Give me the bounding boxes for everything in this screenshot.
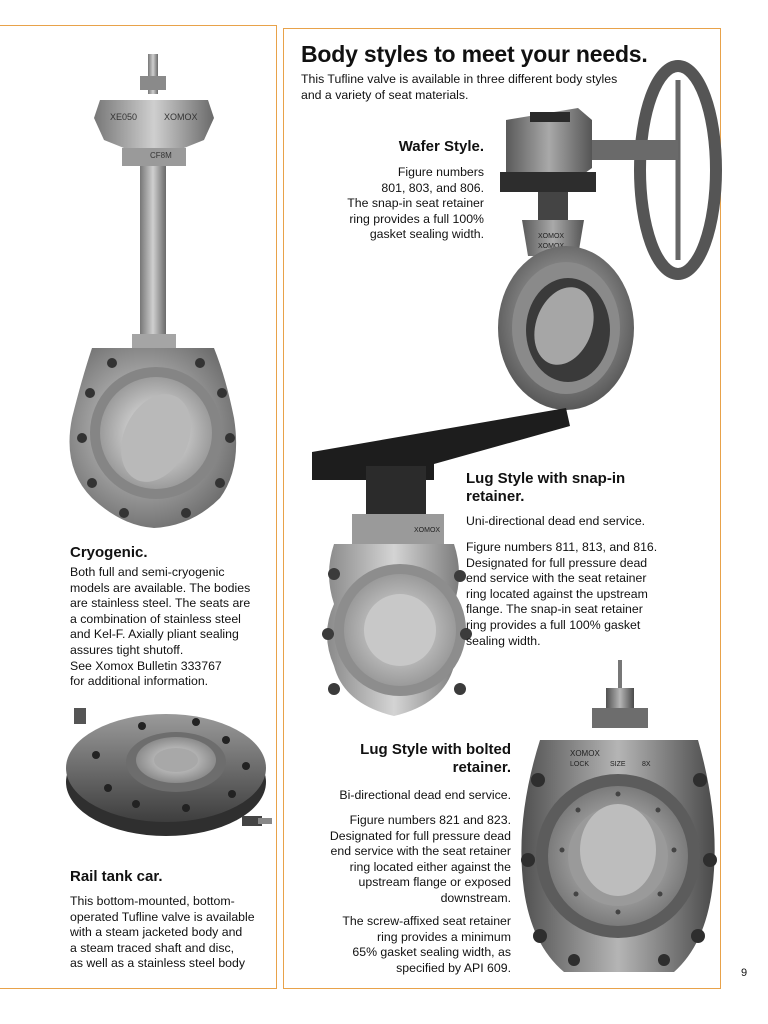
cryogenic-description: Both full and semi-cryogenic models are … <box>70 565 275 690</box>
cryogenic-line: are stainless steel. The seats are <box>70 596 251 611</box>
lug-bolted-line: ring provides a minimum <box>377 929 511 944</box>
cryogenic-title: Cryogenic. <box>70 544 148 561</box>
right-panel-border <box>283 28 721 989</box>
lug-bolted-line: 65% gasket sealing width, as <box>352 945 511 960</box>
left-panel-border <box>0 25 277 989</box>
cryogenic-line: models are available. The bodies <box>70 580 251 595</box>
lug-snap-in-description: Figure numbers 811, 813, and 816. Design… <box>466 540 716 649</box>
page-intro-line: and a variety of seat materials. <box>301 87 469 102</box>
lug-bolted-line: The screw-affixed seat retainer <box>342 914 511 928</box>
lug-snap-in-line: flange. The snap-in seat retainer <box>466 602 643 617</box>
lug-bolted-marking-4: 8X <box>642 761 651 768</box>
lug-snap-in-line: ring located against the upstream <box>466 586 648 601</box>
lug-snap-in-line: Designated for full pressure dead <box>466 555 648 570</box>
rail-tank-car-line: as well as a stainless steel body <box>70 956 245 971</box>
cryogenic-line: assures tight shutoff. <box>70 642 184 657</box>
rail-tank-car-line: with a steam jacketed body and <box>70 925 243 940</box>
lug-bolted-line: Figure numbers 821 and 823. <box>349 813 511 827</box>
lug-bolted-marking-2: LOCK <box>570 761 589 768</box>
lug-snap-marking: XOMOX <box>414 527 440 534</box>
rail-tank-car-description: This bottom-mounted, bottom- operated Tu… <box>70 894 275 972</box>
lug-bolted-title-line: Lug Style with bolted <box>360 741 511 758</box>
rail-tank-car-line: operated Tufline valve is available <box>70 909 255 924</box>
wafer-style-line: ring provides a full 100% <box>349 211 484 226</box>
lug-bolted-marking-3: SIZE <box>610 761 626 768</box>
lug-bolted-description-2: The screw-affixed seat retainer ring pro… <box>300 914 511 976</box>
wafer-style-title: Wafer Style. <box>398 138 484 155</box>
lug-bolted-title-line: retainer. <box>452 759 511 776</box>
lug-bolted-valve-photo: XOMOX LOCK SIZE 8X <box>514 660 722 984</box>
lug-bolted-line: specified by API 609. <box>396 960 511 975</box>
rail-tank-car-line: a steam traced shaft and disc, <box>70 940 235 955</box>
lug-snap-in-line: sealing width. <box>466 633 541 648</box>
lug-snap-in-title-line: retainer. <box>466 488 525 505</box>
lug-bolted-line: ring located either against the <box>349 859 511 874</box>
wafer-style-line: gasket sealing width. <box>369 227 484 242</box>
lug-bolted-marking-1: XOMOX <box>570 749 600 758</box>
cryogenic-marking-1: XE050 <box>110 112 137 122</box>
lug-snap-in-valve-photo: XOMOX <box>304 404 576 722</box>
lug-bolted-line: Designated for full pressure dead <box>329 828 511 843</box>
wafer-marking-1: XOMOX <box>538 233 564 240</box>
lug-snap-in-line: Figure numbers 811, 813, and 816. <box>466 540 658 554</box>
lug-bolted-title: Lug Style with bolted retainer. <box>300 741 511 777</box>
rail-tank-car-title: Rail tank car. <box>70 868 163 885</box>
lug-snap-in-line: ring provides a full 100% gasket <box>466 617 641 632</box>
lug-bolted-line: end service with the seat retainer <box>330 844 511 859</box>
cryogenic-marking-2: XOMOX <box>164 112 198 122</box>
rail-tank-car-valve-photo <box>56 700 274 846</box>
wafer-style-valve-photo: XOMOX XOMOX <box>494 60 722 414</box>
cryogenic-line: a combination of stainless steel <box>70 611 241 626</box>
wafer-style-description: Figure numbers 801, 803, and 806. The sn… <box>300 165 484 243</box>
cryogenic-line: for additional information. <box>70 674 209 689</box>
cryogenic-line: See Xomox Bulletin 333767 <box>70 658 222 673</box>
lug-snap-in-title: Lug Style with snap-in retainer. <box>466 470 716 506</box>
wafer-marking-2: XOMOX <box>538 243 564 250</box>
cryogenic-valve-photo: XE050 XOMOX CF8M <box>52 48 252 540</box>
page-title: Body styles to meet your needs. <box>301 41 648 67</box>
page-number: 9 <box>741 967 748 979</box>
lug-bolted-line: upstream flange or exposed <box>358 875 511 890</box>
page-intro-line: This Tufline valve is available in three… <box>301 72 618 86</box>
page-intro: This Tufline valve is available in three… <box>301 72 661 103</box>
cryogenic-line: Both full and semi-cryogenic <box>70 565 225 579</box>
cryogenic-marking-3: CF8M <box>150 151 172 160</box>
lug-bolted-description: Figure numbers 821 and 823. Designated f… <box>300 813 511 907</box>
cryogenic-line: and Kel-F. Axially pliant sealing <box>70 627 239 642</box>
rail-tank-car-line: This bottom-mounted, bottom- <box>70 894 235 908</box>
wafer-style-line: The snap-in seat retainer <box>347 196 484 211</box>
lug-snap-in-service: Uni-directional dead end service. <box>466 514 646 528</box>
wafer-style-line: 801, 803, and 806. <box>381 180 484 195</box>
lug-snap-in-line: end service with the seat retainer <box>466 571 647 586</box>
lug-bolted-service: Bi-directional dead end service. <box>339 788 511 802</box>
lug-snap-in-title-line: Lug Style with snap-in <box>466 470 626 487</box>
wafer-style-line: Figure numbers <box>397 165 484 179</box>
lug-bolted-line: downstream. <box>440 890 511 905</box>
